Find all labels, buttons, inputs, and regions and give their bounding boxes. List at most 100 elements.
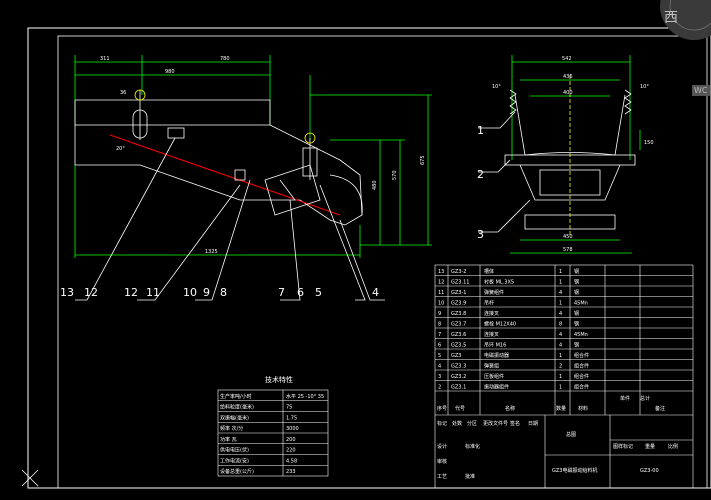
bom-cell-no: 3 bbox=[438, 374, 441, 380]
bom-cell-qty: 1 bbox=[559, 353, 562, 359]
bom-cell-qty: 4 bbox=[559, 332, 562, 338]
bom-cell-qty: 4 bbox=[559, 290, 562, 296]
dim-front-h: 150 bbox=[644, 140, 654, 146]
drawing-border bbox=[27, 27, 711, 489]
tech-row-value: 4.58 bbox=[286, 458, 297, 464]
tech-table-rows: 生产率吨/小时水平 25 -10° 35给料粒度(毫米)75双振幅(毫米)1.7… bbox=[218, 393, 328, 475]
title-block-label: 分区 bbox=[467, 420, 477, 427]
tech-row-value: 233 bbox=[286, 469, 296, 475]
tech-row-key: 功率 瓦 bbox=[220, 436, 237, 443]
bom-cell-mat: 钢 bbox=[574, 268, 579, 275]
part-label: 6 bbox=[297, 286, 304, 299]
title-block-label: 批准 bbox=[465, 473, 475, 480]
dim-angle: 20° bbox=[116, 146, 125, 152]
dim-front-a2: 10° bbox=[640, 84, 649, 90]
dim-small: 36 bbox=[120, 90, 126, 96]
bom-cell-mat: 45Mn bbox=[574, 301, 588, 307]
part-label: 7 bbox=[278, 286, 285, 299]
bom-cell-mat: 组合件 bbox=[574, 384, 589, 391]
inner-border bbox=[57, 35, 708, 489]
front-view bbox=[478, 55, 641, 254]
bom-cell-name: 振动器组件 bbox=[484, 384, 509, 391]
header-wt1: 单件 bbox=[620, 395, 630, 402]
bom-cell-no: 8 bbox=[438, 322, 441, 328]
dim-h1: 480 bbox=[372, 180, 378, 190]
bom-cell-no: 4 bbox=[438, 364, 441, 370]
bom-cell-name: 弹簧组件 bbox=[484, 289, 504, 296]
title-block-label: 日期 bbox=[528, 421, 538, 427]
dim-front-a1: 10° bbox=[492, 84, 501, 90]
tech-row-value: 75 bbox=[286, 405, 292, 411]
title-block-label: 审核 bbox=[437, 458, 447, 465]
drawing-title: 总图 bbox=[566, 431, 576, 438]
title-block-labels: 标记处数分区更改文件号签名日期设计标准化审核工艺批准图样标记重量比例 bbox=[437, 420, 678, 480]
tech-row-key: 生产率吨/小时 bbox=[220, 393, 252, 400]
bom-cell-mat: 组合件 bbox=[574, 352, 589, 359]
part-label: 12 bbox=[84, 286, 98, 299]
product-name: GZ3电磁振动给料机 bbox=[552, 467, 597, 474]
title-block-label: 处数 bbox=[452, 420, 462, 427]
tech-row-key: 供电电压(伏) bbox=[220, 447, 249, 454]
part-label: 12 bbox=[124, 286, 138, 299]
dim-front-w1: 542 bbox=[562, 56, 572, 62]
bom-cell-no: 2 bbox=[438, 385, 441, 391]
title-block-label: 图样标记 bbox=[613, 443, 633, 450]
bom-cell-no: 6 bbox=[438, 343, 441, 349]
side-label: 2 bbox=[477, 168, 484, 181]
title-block-label: 更改文件号 bbox=[483, 420, 508, 427]
tech-row-key: 给料粒度(毫米) bbox=[220, 404, 254, 411]
side-label: 1 bbox=[477, 124, 484, 137]
bom-cell-mat: 钢 bbox=[574, 321, 579, 328]
bom-cell-mat: 组合件 bbox=[574, 363, 589, 370]
bom-cell-mat: 组合件 bbox=[574, 373, 589, 380]
bom-cell-name: 螺栓 M12X40 bbox=[484, 321, 516, 328]
bom-cell-name: 弹簧组 bbox=[484, 363, 499, 370]
bom-cell-qty: 1 bbox=[559, 385, 562, 391]
part-label: 11 bbox=[146, 286, 160, 299]
part-label: 10 bbox=[183, 286, 197, 299]
dim-front-w4: 450 bbox=[563, 234, 573, 240]
bom-cell-qty: 4 bbox=[559, 311, 562, 317]
bom-cell-no: 10 bbox=[438, 301, 444, 307]
tech-row-key: 频率 次/分 bbox=[220, 425, 243, 432]
title-block-label: 标准化 bbox=[465, 443, 480, 450]
bom-cell-no: 11 bbox=[438, 290, 444, 296]
dim-top-mid: 780 bbox=[220, 56, 230, 62]
dim-front-w5: 578 bbox=[563, 247, 573, 253]
title-block-label: 标记 bbox=[437, 420, 447, 427]
bom-cell-code: GZ3.6 bbox=[451, 332, 466, 338]
tech-row-value: 水平 25 -10° 35 bbox=[286, 393, 324, 400]
bom-cell-mat: 钢 bbox=[574, 289, 579, 296]
bom-cell-qty: 4 bbox=[559, 343, 562, 349]
bom-cell-mat: 钢 bbox=[574, 342, 579, 349]
bom-cell-mat: 钢 bbox=[574, 310, 579, 317]
title-block-label: 工艺 bbox=[437, 474, 447, 480]
bom-cell-qty: 2 bbox=[559, 364, 562, 370]
part-label: 8 bbox=[220, 286, 227, 299]
bom-cell-code: GZ3.7 bbox=[451, 322, 466, 328]
bom-cell-qty: 1 bbox=[559, 269, 562, 275]
side-label: 3 bbox=[477, 228, 484, 241]
bom-cell-no: 5 bbox=[438, 353, 441, 359]
side-view bbox=[74, 55, 432, 301]
part-label: 4 bbox=[372, 286, 379, 299]
title-block-label: 签名 bbox=[510, 420, 520, 427]
bom-cell-name: 衬板 ML.3X5 bbox=[484, 279, 514, 286]
drawing-number: GZ3-00 bbox=[640, 468, 659, 474]
header-code: 代号 bbox=[455, 405, 465, 412]
tech-table-title: 技术特性 bbox=[265, 375, 293, 384]
bom-cell-name: 连接叉 bbox=[484, 310, 499, 317]
part-label: 9 bbox=[203, 286, 210, 299]
part-label: 5 bbox=[315, 286, 322, 299]
dim-inner: 980 bbox=[165, 69, 175, 75]
crosshair-icon bbox=[21, 469, 39, 487]
bom-cell-mat: 钢 bbox=[574, 279, 579, 286]
dim-front-w3: 400 bbox=[563, 90, 573, 96]
bom-cell-qty: 1 bbox=[559, 301, 562, 307]
header-qty: 数量 bbox=[556, 405, 566, 412]
tech-row-key: 双振幅(毫米) bbox=[220, 414, 249, 421]
tech-row-key: 设备总重(公斤) bbox=[220, 468, 254, 475]
bom-cell-no: 7 bbox=[438, 332, 441, 338]
